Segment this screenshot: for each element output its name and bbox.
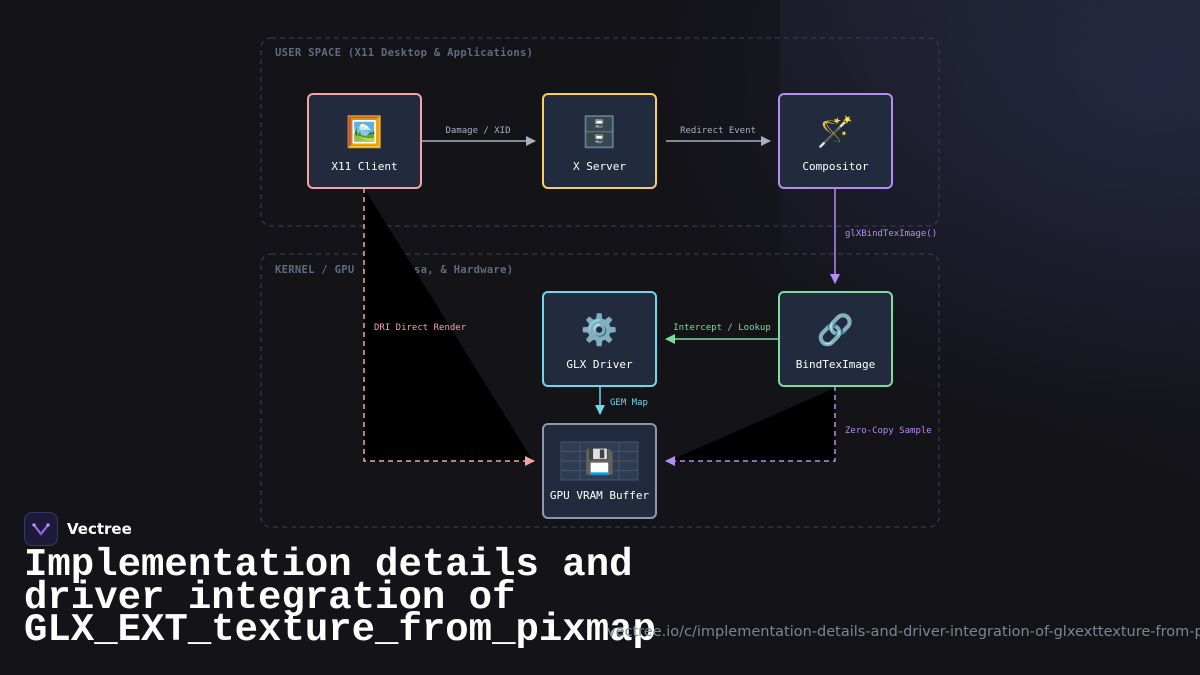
picture-icon: 🖼️: [346, 114, 383, 150]
node-label-bind-tex-image: BindTexImage: [796, 358, 875, 371]
edge-redirect-event: Redirect Event: [666, 126, 771, 146]
server-cabinet-icon: 🗄️: [581, 114, 618, 150]
node-label-glx-driver: GLX Driver: [566, 358, 633, 371]
edge-label-dri-direct-render: DRI Direct Render: [374, 323, 467, 333]
kernel-region: [260, 253, 940, 528]
node-label-gpu-vram-buffer: GPU VRAM Buffer: [550, 489, 650, 502]
edge-damage-xid: Damage / XID: [421, 126, 536, 146]
vram-grid-icon: [560, 441, 639, 481]
edge-label-glx-bind: glXBindTexImage(): [845, 229, 937, 239]
edge-zero-copy-sample: Zero-Copy Sample: [665, 386, 932, 466]
edge-intercept-lookup: Intercept / Lookup: [665, 323, 778, 344]
node-x11-client[interactable]: 🖼️ X11 Client: [307, 93, 422, 189]
gear-icon: ⚙️: [581, 312, 618, 348]
brand-name: Vectree: [67, 520, 132, 538]
edge-gem-map: GEM Map: [595, 386, 648, 415]
user-space-label: USER SPACE (X11 Desktop & Applications): [275, 47, 533, 59]
user-space-region: [260, 37, 940, 227]
node-label-x11-client: X11 Client: [331, 160, 397, 173]
zero-copy-shadow-wedge: [669, 388, 835, 461]
node-label-x-server: X Server: [573, 160, 626, 173]
edge-label-damage-xid: Damage / XID: [445, 126, 510, 136]
edge-label-gem-map: GEM Map: [610, 398, 648, 408]
magic-wand-icon: 🪄: [817, 114, 854, 150]
edge-label-intercept-lookup: Intercept / Lookup: [673, 323, 771, 333]
vectree-logo-icon: [24, 512, 58, 546]
node-glx-driver[interactable]: ⚙️ GLX Driver: [542, 291, 657, 387]
edge-glx-bind: glXBindTexImage(): [830, 188, 937, 284]
link-icon: 🔗: [817, 311, 854, 348]
dri-shadow-wedge: [364, 188, 533, 461]
node-compositor[interactable]: 🪄 Compositor: [778, 93, 893, 189]
page-title: Implementation details and driver integr…: [24, 543, 656, 652]
node-bind-tex-image[interactable]: 🔗 BindTexImage: [778, 291, 893, 387]
node-x-server[interactable]: 🗄️ X Server: [542, 93, 657, 189]
edge-label-redirect-event: Redirect Event: [680, 126, 756, 136]
floppy-disk-icon: 💾: [585, 448, 615, 476]
edge-label-zero-copy-sample: Zero-Copy Sample: [845, 426, 932, 436]
brand: Vectree: [24, 512, 132, 546]
node-gpu-vram-buffer[interactable]: 💾 GPU VRAM Buffer: [542, 423, 657, 519]
source-url[interactable]: vectree.io/c/implementation-details-and-…: [607, 624, 1200, 640]
edge-dri-direct-render: DRI Direct Render: [363, 188, 535, 466]
node-label-compositor: Compositor: [802, 160, 869, 173]
